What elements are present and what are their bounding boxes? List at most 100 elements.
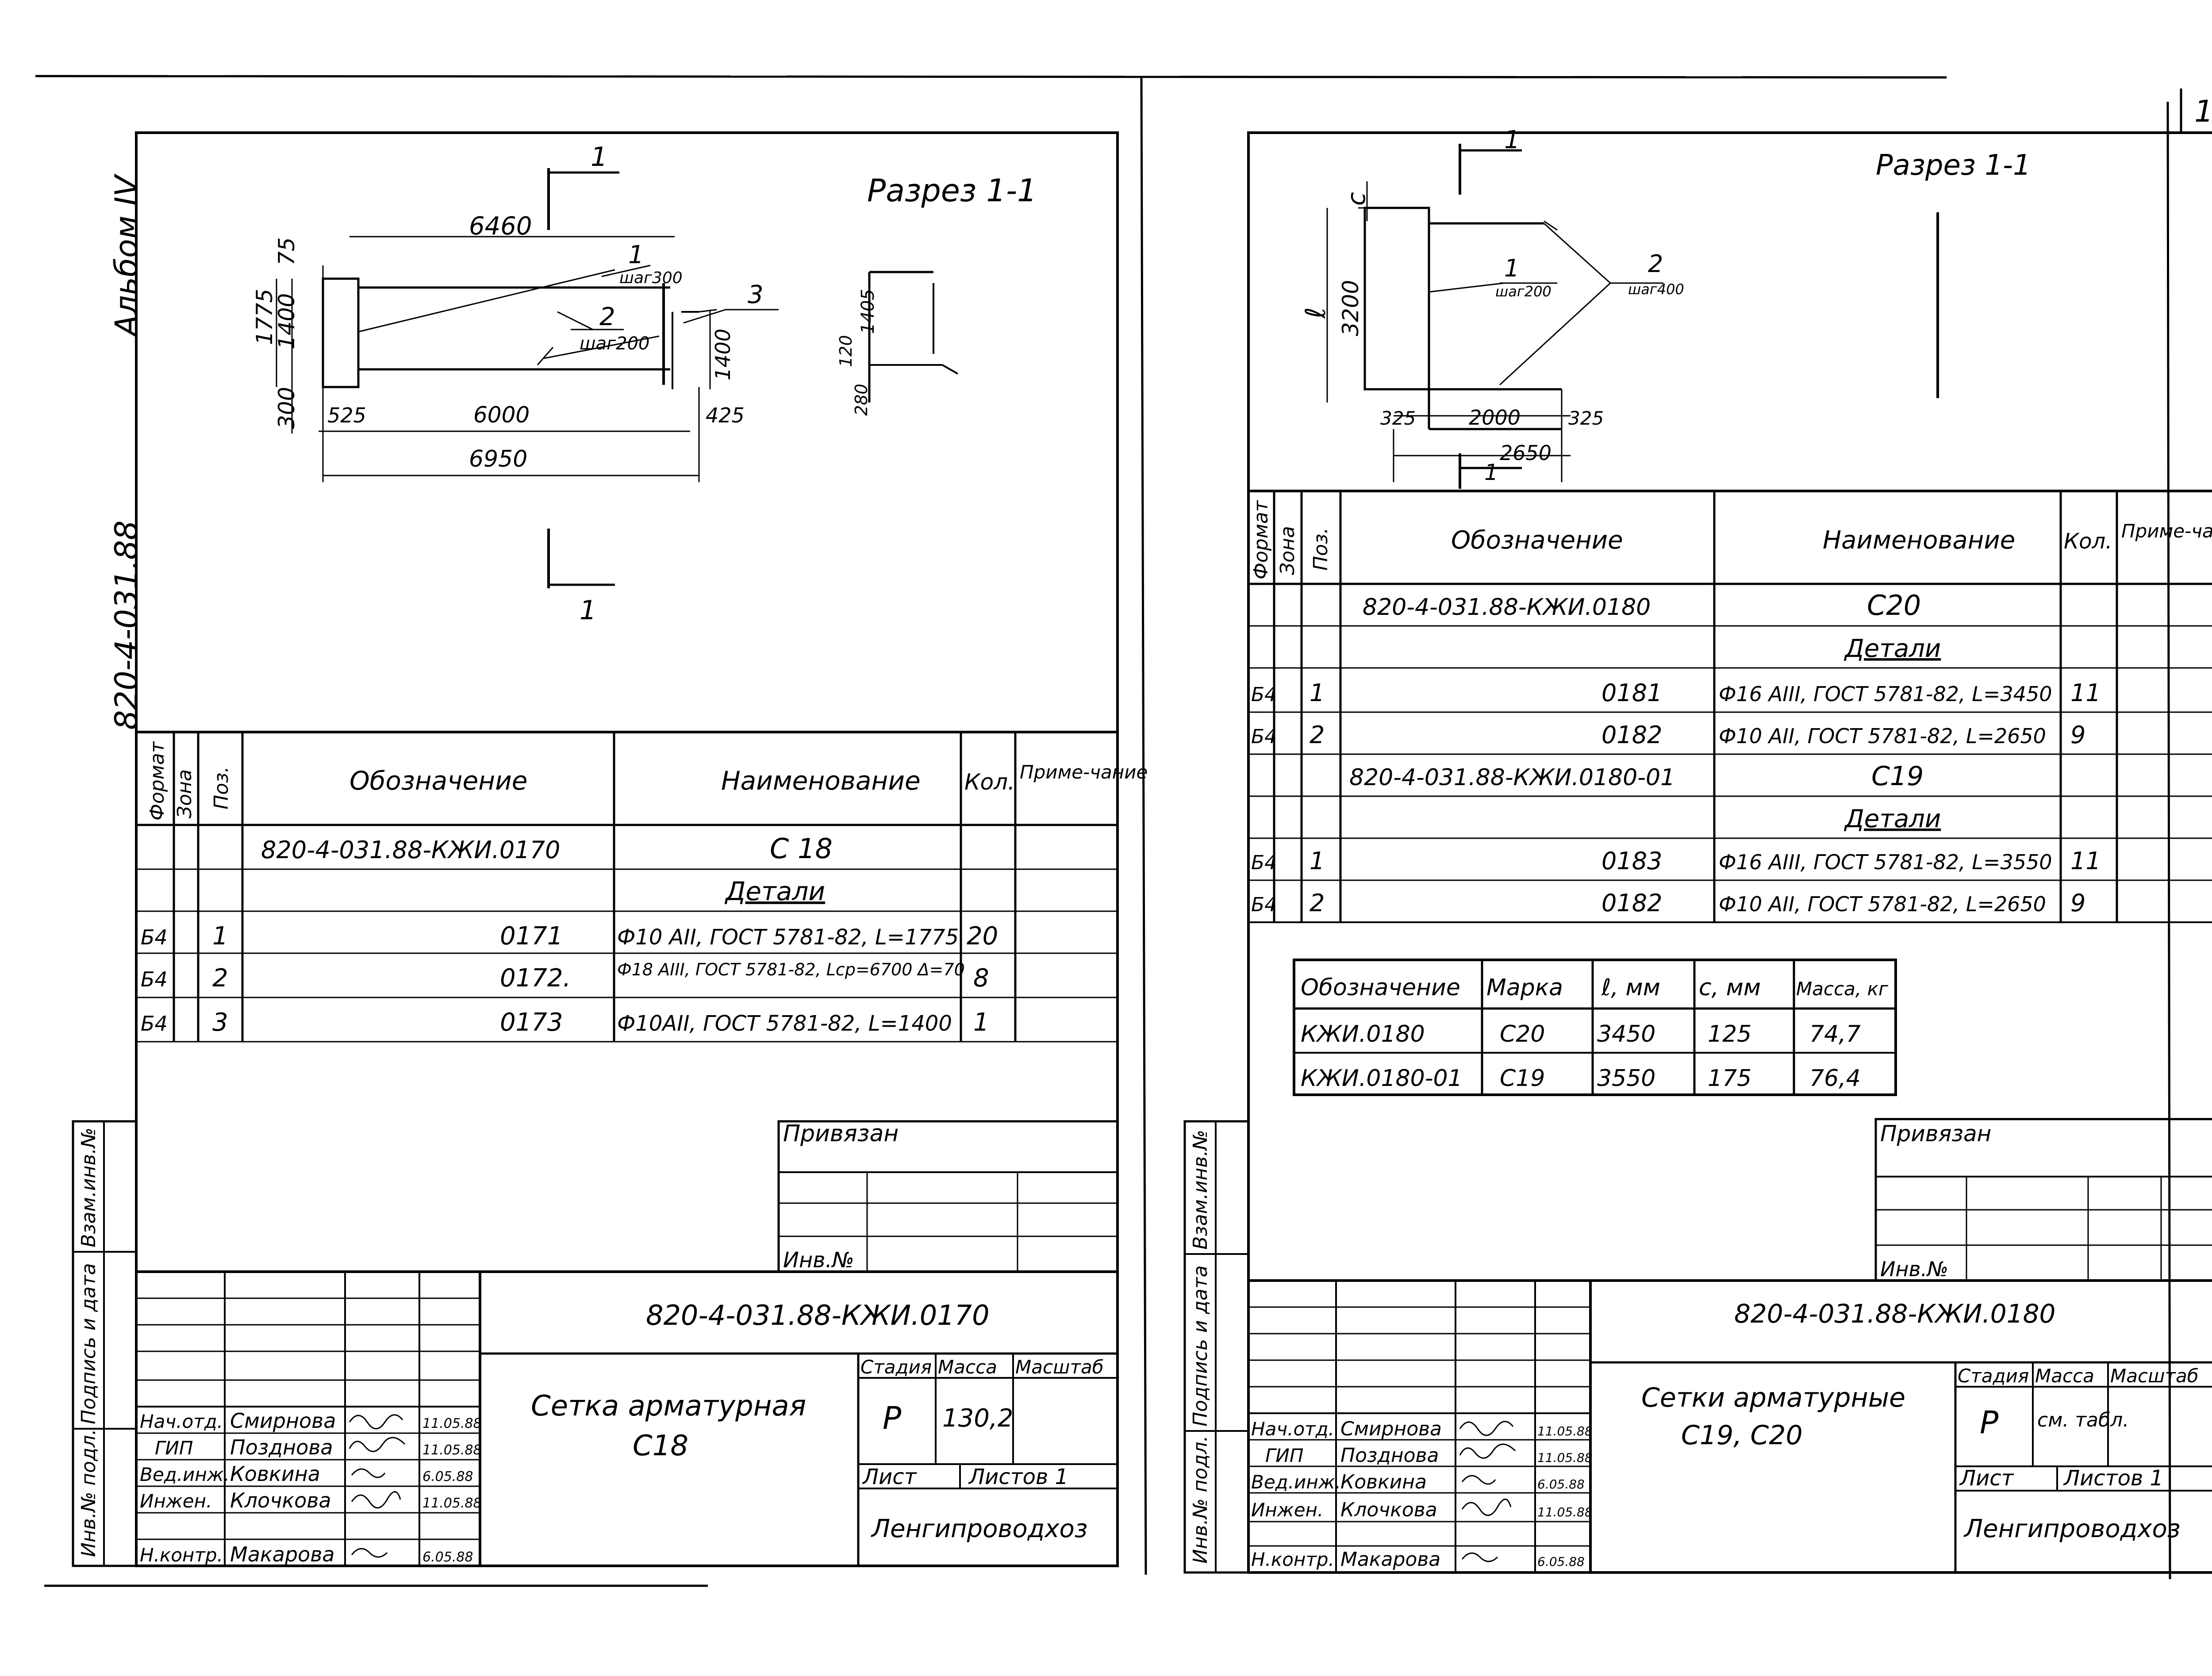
left-title-line2: С18: [633, 1430, 688, 1462]
r-spec-header-designation: Обозначение: [1451, 526, 1623, 555]
right-person-date: 6.05.88: [1537, 1477, 1585, 1492]
right-sheet-header: Лист: [1959, 1466, 2015, 1491]
right-sheets-header: Листов 1: [2063, 1466, 2163, 1491]
r-spec-row-designation: 820-4-031.88-КЖИ.0180: [1363, 594, 1651, 621]
mark-cell: 74,7: [1809, 1021, 1861, 1047]
spec-header-pos: Поз.: [210, 767, 233, 809]
left-inv-no-label: Инв.№: [783, 1248, 854, 1273]
mark-cell: С20: [1500, 1021, 1545, 1047]
mark-header-l: ℓ, мм: [1601, 974, 1660, 1001]
r-spec-header-qty: Кол.: [2064, 529, 2112, 554]
right-person-name: Смирнова: [1340, 1418, 1442, 1440]
r-spec-row-designation: 0182: [1601, 721, 1662, 749]
r-spec-row-qty: 9: [2070, 721, 2085, 749]
spec-header-qty: Кол.: [964, 769, 1015, 795]
right-person-name: Макарова: [1340, 1548, 1440, 1571]
left-scale-header: Масштаб: [1015, 1356, 1104, 1378]
spec-row-format: Б4: [141, 925, 168, 949]
right-frame: [1247, 131, 2212, 1574]
r-spec-row-qty: 9: [2070, 889, 2085, 917]
side-label-replaced-inv: Взам.инв.№: [77, 1128, 100, 1247]
r-spec-row-designation: 820-4-031.88-КЖИ.0180-01: [1349, 764, 1675, 791]
spec-row-qty: 8: [973, 964, 989, 993]
spec-row-qty: 20: [967, 922, 998, 951]
dim-325-left: 325: [1380, 407, 1416, 429]
right-pos-1-label: 1: [1504, 254, 1519, 282]
r-side-label-inv-original: Инв.№ подл.: [1189, 1435, 1212, 1564]
spec-row-pos: 3: [212, 1008, 228, 1037]
mark-header-c: с, мм: [1699, 974, 1761, 1001]
r-spec-row-name: Ф10 АII, ГОСТ 5781-82, L=2650: [1719, 892, 2046, 916]
r-spec-header-name: Наименование: [1823, 526, 2015, 555]
left-person-name: Позднова: [230, 1435, 333, 1459]
scan-edge-right: [2166, 101, 2171, 1580]
spec-row-name: С 18: [770, 832, 833, 865]
left-person-date: 6.05.88: [422, 1549, 473, 1565]
margin-code-label: 820-4-031.88: [108, 520, 145, 730]
r-spec-row-pos: 2: [1310, 721, 1325, 749]
spec-row-qty: 1: [973, 1008, 989, 1037]
pos-2-step: шаг200: [580, 334, 649, 354]
dim-2650: 2650: [1500, 441, 1551, 465]
r-spec-header-format: Формат: [1250, 500, 1272, 579]
spec-row-name: Детали: [724, 876, 825, 906]
dim-3200: 3200: [1338, 280, 1363, 336]
right-privyazan-label: Привязан: [1880, 1121, 1991, 1147]
right-signatures: [1459, 1421, 1516, 1562]
left-person-name: Смирнова: [230, 1409, 336, 1433]
cut-mark-bottom-label: 1: [580, 595, 596, 626]
left-privyazan-label: Привязан: [783, 1120, 899, 1147]
left-person-date: 6.05.88: [422, 1469, 473, 1484]
r-spec-row-pos: 1: [1310, 679, 1325, 707]
side-label-signature-date: Подпись и дата: [77, 1263, 100, 1424]
right-title-line1: Сетки арматурные: [1641, 1382, 1905, 1413]
r-spec-row-qty: 11: [2070, 679, 2101, 707]
mesh-c19-c20-drawing: [1326, 181, 1663, 482]
left-frame: [135, 131, 1119, 1567]
r-side-label-replaced-inv: Взам.инв.№: [1189, 1130, 1212, 1250]
left-person-role: Н.контр.: [140, 1544, 223, 1566]
dim-75: 75: [274, 237, 300, 265]
left-mass-header: Масса: [938, 1356, 997, 1378]
left-person-date: 11.05.88: [422, 1416, 482, 1431]
right-privyazan-block: [1874, 1118, 2212, 1282]
r-side-label-signature-date: Подпись и дата: [1189, 1266, 1212, 1427]
mesh-c18-drawing: [276, 236, 779, 482]
r-spec-header-note: Приме-чание: [2121, 520, 2212, 542]
r-spec-row-pos: 1: [1310, 847, 1325, 875]
r-spec-row-name: Детали: [1843, 634, 1941, 663]
left-person-role: Инжен.: [140, 1490, 212, 1512]
mark-cell: 76,4: [1809, 1065, 1861, 1092]
right-pos-2-step: шаг400: [1628, 281, 1684, 298]
right-person-role: Вед.инж.: [1251, 1471, 1341, 1493]
right-person-date: 11.05.88: [1537, 1424, 1593, 1438]
right-mass-value: см. табл.: [2037, 1409, 2129, 1431]
right-mass-header: Масса: [2035, 1365, 2094, 1387]
right-doc-code: 820-4-031.88-КЖИ.0180: [1734, 1299, 2055, 1329]
dim-1775: 1775: [252, 289, 277, 345]
right-sheet: Разрез 1-1 1 1: [1183, 126, 2212, 1574]
left-section-title: Разрез 1-1: [867, 173, 1037, 209]
right-section-title: Разрез 1-1: [1876, 149, 2031, 182]
album-label: Альбом IV: [108, 173, 145, 338]
spec-row-pos: 2: [212, 964, 228, 993]
dim-325-right: 325: [1568, 407, 1604, 429]
left-spec-table-grid: [136, 731, 1118, 1043]
left-person-name: Клочкова: [230, 1488, 331, 1512]
sec-dim-1405: 1405: [858, 289, 878, 334]
right-side-strip: [1183, 1120, 1250, 1574]
left-doc-code: 820-4-031.88-КЖИ.0170: [646, 1299, 990, 1331]
sec-dim-120: 120: [836, 335, 856, 367]
left-org-name: Ленгипроводхоз: [871, 1515, 1088, 1543]
right-person-date: 11.05.88: [1537, 1450, 1593, 1465]
right-person-name: Позднова: [1340, 1444, 1439, 1467]
scan-edge-top: [35, 75, 1947, 79]
dim-6950: 6950: [469, 446, 527, 472]
r-spec-row-name: С19: [1871, 761, 1924, 792]
dim-l: ℓ: [1299, 307, 1332, 319]
right-org-name: Ленгипроводхоз: [1963, 1515, 2181, 1543]
spec-row-designation: 820-4-031.88-КЖИ.0170: [261, 836, 560, 864]
spec-row-format: Б4: [141, 1012, 168, 1036]
spec-row-designation: 0172.: [500, 964, 571, 993]
